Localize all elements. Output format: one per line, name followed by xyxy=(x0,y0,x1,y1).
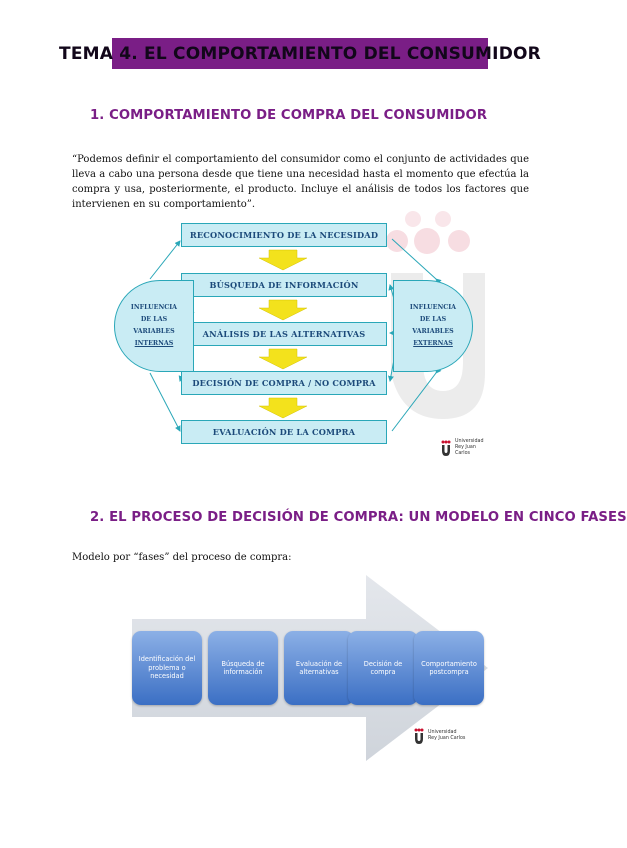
page-title: TEMA 4. EL COMPORTAMIENTO DEL CONSUMIDOR xyxy=(59,43,541,64)
stage-analysis: ANÁLISIS DE LAS ALTERNATIVAS xyxy=(181,322,387,346)
stage-search: BÚSQUEDA DE INFORMACIÓN xyxy=(181,273,387,297)
external-influence-box: INFLUENCIA DE LAS VARIABLES EXTERNAS xyxy=(393,280,473,372)
section-2-heading: 2. EL PROCESO DE DECISIÓN DE COMPRA: UN … xyxy=(90,510,627,525)
stage-decision: DECISIÓN DE COMPRA / NO COMPRA xyxy=(181,371,387,395)
stage-evaluation: EVALUACIÓN DE LA COMPRA xyxy=(181,420,387,444)
university-logo: Universidad Rey Juan Carlos xyxy=(413,728,465,744)
urjc-logo-icon xyxy=(441,440,451,456)
internal-influence-box: INFLUENCIA DE LAS VARIABLES INTERNAS xyxy=(114,280,194,372)
definition-paragraph: “Podemos definir el comportamiento del c… xyxy=(72,154,529,210)
down-arrow-icon xyxy=(258,299,308,321)
urjc-logo-icon xyxy=(414,728,424,744)
stage-recognition: RECONOCIMIENTO DE LA NECESIDAD xyxy=(181,223,387,247)
section-1-heading: 1. COMPORTAMIENTO DE COMPRA DEL CONSUMID… xyxy=(90,108,488,123)
title-banner: TEMA 4. EL COMPORTAMIENTO DEL CONSUMIDOR xyxy=(59,38,541,69)
down-arrow-icon xyxy=(258,348,308,370)
purchase-process-diagram: RECONOCIMIENTO DE LA NECESIDAD BÚSQUEDA … xyxy=(108,211,486,471)
down-arrow-icon xyxy=(258,397,308,419)
university-logo: Universidad Rey Juan Carlos xyxy=(440,439,486,457)
down-arrow-icon xyxy=(258,249,308,271)
model-intro: Modelo por “fases” del proceso de compra… xyxy=(72,552,292,563)
